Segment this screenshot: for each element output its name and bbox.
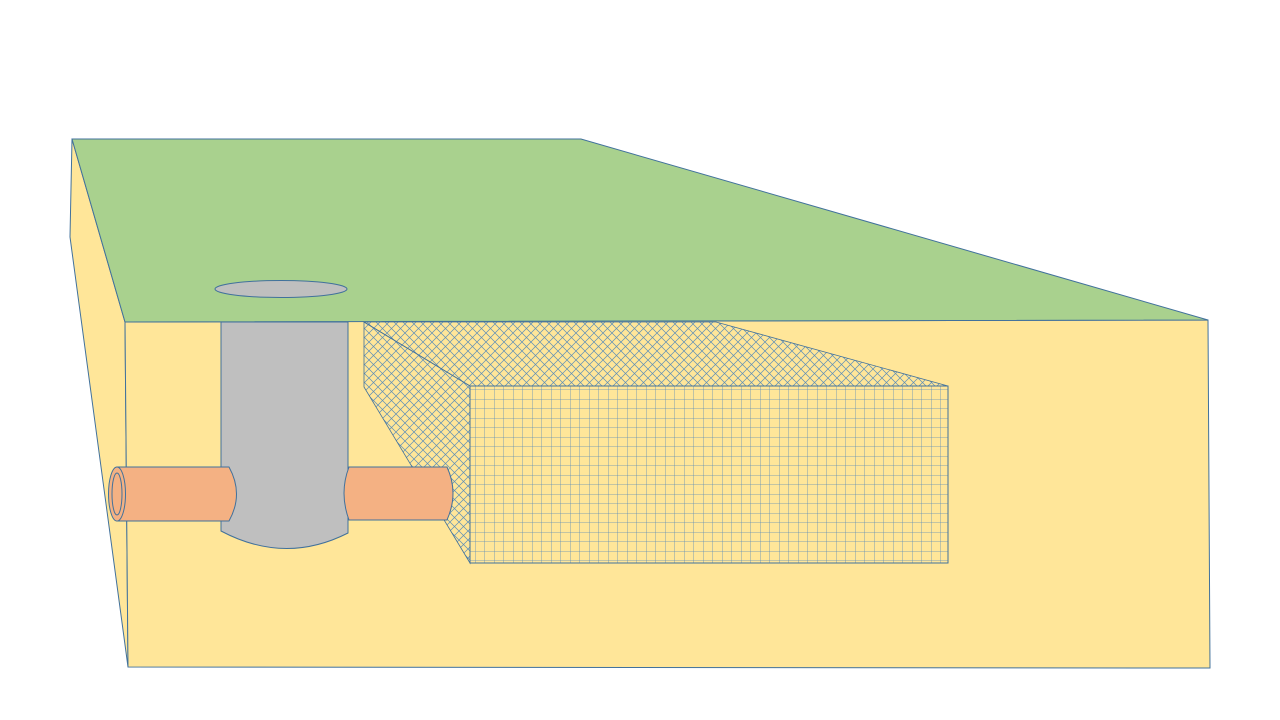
- inlet-pipe-bore: [111, 472, 123, 516]
- ground-surface: [71, 138, 1209, 323]
- infiltration-crate: [469, 385, 949, 564]
- inlet-pipe: [116, 466, 237, 522]
- outlet-pipe: [343, 466, 454, 521]
- manhole-cover: [214, 280, 348, 298]
- manhole-chamber: [220, 321, 349, 549]
